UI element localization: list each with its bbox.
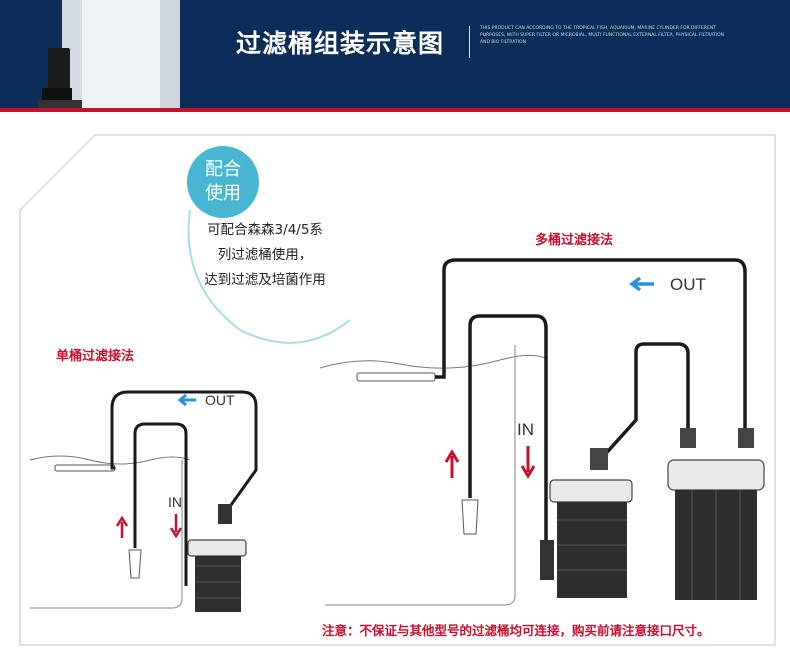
badge-line-1: 配合 [187, 158, 259, 182]
single-intake-strainer [129, 550, 141, 578]
single-tank-diagram [30, 392, 256, 612]
multi-water-line [320, 355, 545, 368]
single-in-label: IN [168, 494, 182, 510]
single-filter-lid [188, 540, 246, 556]
multi-connector-1 [590, 448, 608, 470]
single-title: 单桶过滤接法 [56, 345, 134, 364]
single-water-line [30, 456, 190, 464]
single-up-arrow [117, 518, 127, 538]
compat-line-2: 列过滤桶使用， [190, 243, 340, 268]
multi-out-label: OUT [670, 275, 706, 295]
single-out-label: OUT [205, 392, 235, 408]
single-out-arrow [180, 395, 196, 405]
multi-down-arrow [522, 446, 534, 476]
multi-in-hose [470, 316, 546, 548]
multi-filter1-body [557, 502, 627, 598]
single-spray-bar [55, 465, 115, 471]
single-connector [218, 504, 232, 524]
compat-badge: 配合 使用 [187, 146, 259, 218]
multi-tank-diagram [320, 260, 764, 605]
multi-connector-3 [738, 428, 754, 448]
single-down-arrow [171, 514, 181, 536]
multi-link-hose [600, 344, 688, 460]
badge-line-2: 使用 [187, 182, 259, 206]
multi-out-arrow [632, 278, 654, 290]
compat-line-3: 达到过滤及培菌作用 [190, 268, 340, 293]
single-filter-body [195, 556, 241, 612]
multi-up-arrow [446, 452, 458, 478]
compat-line-1: 可配合森森3/4/5系 [190, 218, 340, 243]
notice-text: 注意：不保证与其他型号的过滤桶均可连接，购买前请注意接口尺寸。 [322, 620, 710, 639]
multi-filter1-lid [550, 480, 632, 502]
multi-tank-wall [325, 345, 515, 605]
multi-filter2-lid [668, 460, 764, 490]
multi-spray-bar [357, 373, 435, 381]
multi-intake-strainer [462, 500, 478, 534]
multi-title: 多桶过滤接法 [535, 229, 613, 248]
compat-text: 可配合森森3/4/5系 列过滤桶使用， 达到过滤及培菌作用 [190, 218, 340, 293]
single-tank-wall [30, 460, 182, 608]
multi-connector-2 [680, 428, 696, 448]
multi-in-label: IN [517, 420, 534, 440]
